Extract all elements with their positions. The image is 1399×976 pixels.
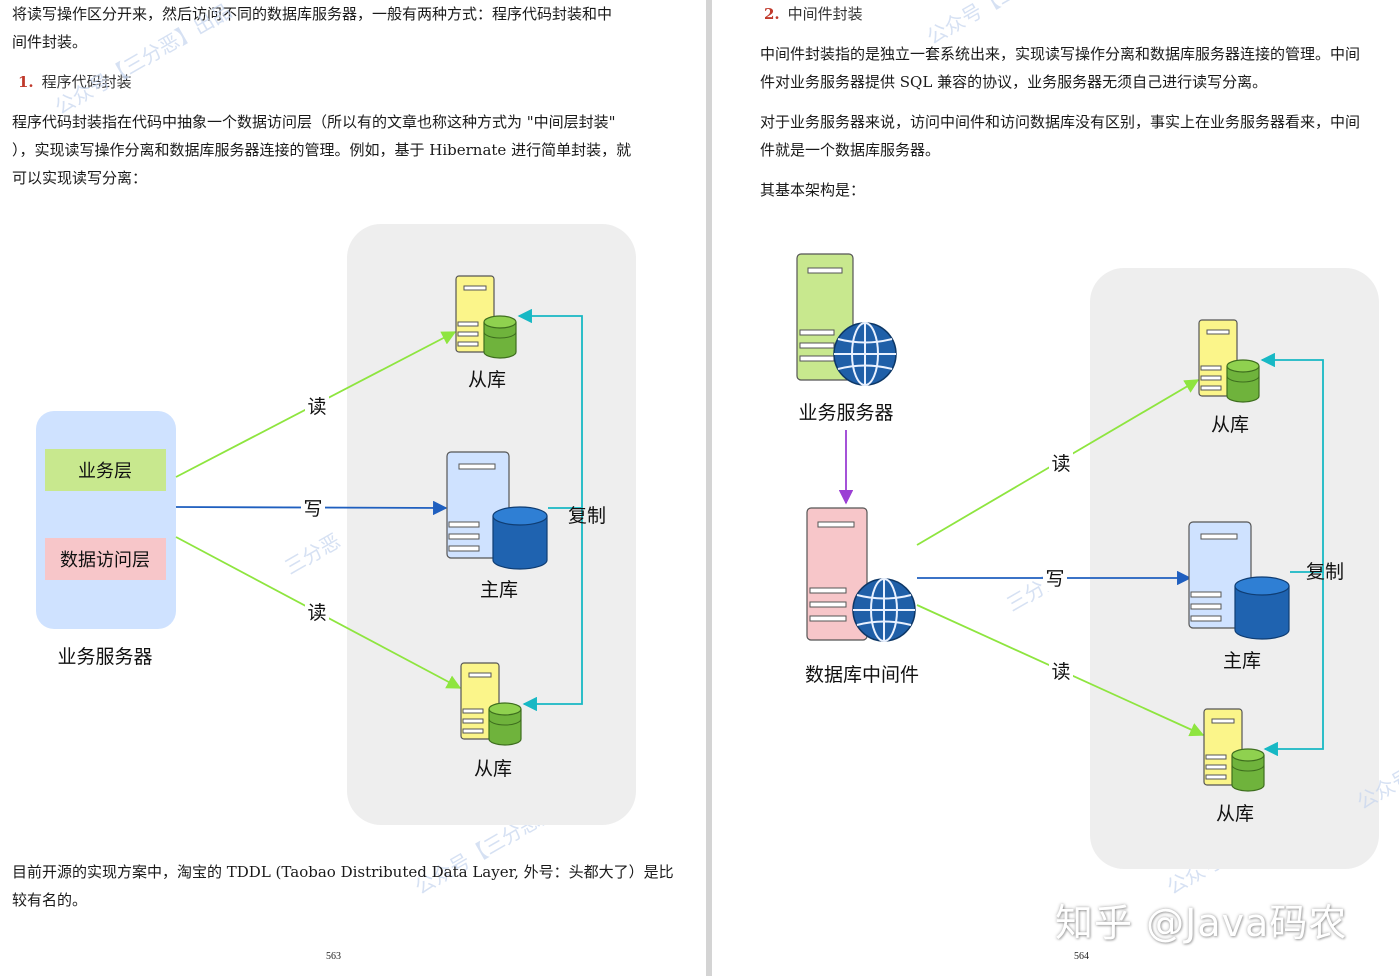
intro-line-2: 间件封装。: [12, 33, 88, 51]
business-layer-label: 业务层: [78, 461, 132, 482]
business-server-container: [36, 411, 176, 629]
zhihu-watermark: 知乎 @Java码农: [1055, 901, 1348, 945]
read-label-bottom: 读: [307, 602, 326, 624]
paragraph-line: 程序代码封装指在代码中抽象一个数据访问层（所以有的文章也称这种方式为 "中间层封…: [12, 113, 616, 131]
business-server-label: 业务服务器: [57, 646, 152, 668]
paragraph-line: ），实现读写操作分离和数据库服务器连接的管理。例如，基于 Hibernate 进…: [12, 141, 632, 159]
paragraph-line: 可以实现读写分离：: [12, 169, 148, 187]
section-number: 2.: [764, 5, 780, 23]
read-label-top: 读: [307, 396, 326, 418]
write-label: 写: [1045, 568, 1064, 590]
write-label: 写: [303, 498, 322, 520]
db-middleware-label: 数据库中间件: [805, 664, 919, 686]
section-title: 中间件封装: [787, 5, 863, 23]
left-page: 将读写操作区分开来，然后访问不同的数据库服务器，一般有两种方式：程序代码封装和中…: [12, 0, 674, 962]
slave-label-top: 从库: [1211, 414, 1249, 436]
right-page: 2. 中间件封装 中间件封装指的是独立一套系统出来，实现读写操作分离和数据库服务器…: [712, 0, 1399, 976]
code-encapsulation-diagram: 公众号【三分恶】出品 三分恶 公众号【三分恶】出品 业务层 数据访问层 业务服务…: [36, 0, 636, 899]
closing-line-2: 较有名的。: [12, 891, 88, 909]
data-access-layer-box: [45, 538, 166, 580]
replicate-arrow-top: [1260, 352, 1324, 573]
watermark: 公众号【三分恶】出品: [923, 0, 1108, 49]
business-layer-box: [45, 449, 166, 491]
replicate-arrow-bottom: [1263, 572, 1324, 757]
intro-line-1: 将读写操作区分开来，然后访问不同的数据库服务器，一般有两种方式：程序代码封装和中: [12, 5, 613, 23]
section-title: 程序代码封装: [41, 73, 132, 91]
page-divider: [706, 0, 712, 976]
page-number: 563: [326, 951, 341, 962]
master-label: 主库: [480, 579, 518, 601]
replicate-label: 复制: [568, 505, 606, 527]
section-number: 1.: [18, 73, 34, 91]
section-heading-2: 2. 中间件封装: [764, 0, 863, 28]
master-label: 主库: [1223, 650, 1261, 672]
slave-label-top: 从库: [468, 369, 506, 391]
page-number: 564: [1074, 951, 1089, 962]
read-label-top: 读: [1051, 453, 1070, 475]
read-label-bottom: 读: [1051, 661, 1070, 683]
paragraph-line: 件对业务服务器提供 SQL 兼容的协议，业务服务器无须自己进行读写分离。: [760, 73, 1268, 91]
paragraph-line: 件就是一个数据库服务器。: [760, 141, 941, 159]
paragraph-line: 其基本架构是：: [760, 181, 866, 199]
replicate-arrow-top: [517, 308, 583, 509]
replicate-label: 复制: [1306, 561, 1344, 583]
watermark: 公众号【三分恶】出品: [51, 0, 236, 119]
section-heading-1: 1. 程序代码封装: [18, 68, 132, 96]
paragraph-line: 对于业务服务器来说，访问中间件和访问数据库没有区别，事实上在业务服务器看来，中间: [760, 113, 1361, 131]
data-access-layer-label: 数据访问层: [60, 550, 150, 571]
replicate-arrow-bottom: [522, 508, 583, 712]
paragraph-line: 中间件封装指的是独立一套系统出来，实现读写操作分离和数据库服务器连接的管理。中间: [760, 45, 1361, 63]
watermark: 三分恶: [281, 529, 345, 580]
business-server-icon: [796, 253, 897, 386]
slave-label-bottom: 从库: [474, 758, 512, 780]
slave-label-bottom: 从库: [1216, 803, 1254, 825]
middleware-diagram: 公众号【三分恶】出品 三分恶 公众号【三分恶】出品 业务服务器 数据库中间件: [796, 0, 1399, 899]
db-middleware-icon: [806, 507, 916, 642]
business-server-label: 业务服务器: [798, 402, 893, 424]
closing-line-1: 目前开源的实现方案中，淘宝的 TDDL (Taobao Distributed …: [12, 863, 674, 881]
